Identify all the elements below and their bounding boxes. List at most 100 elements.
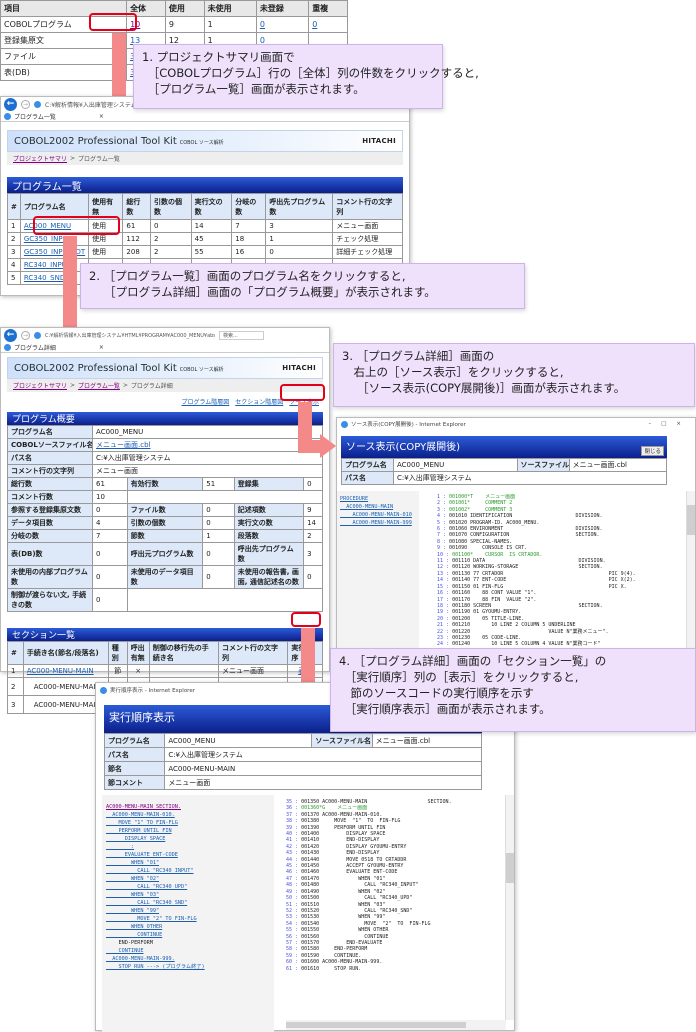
address-bar[interactable]: ← → C:¥解析情報¥入出庫管理システム [1,97,409,111]
tree-node[interactable]: CALL "RC340 INPUT" [106,868,194,874]
code-line: 8 : 001080 SPECIAL-NAMES. [437,538,513,545]
program-name-link[interactable]: RC340_SND [19,271,90,285]
address-bar[interactable]: ← → C:¥解析情報¥入出庫管理システム¥HTML¥PROGRAM¥AC000… [1,328,329,342]
tree-node[interactable]: CONTINUE [106,948,144,954]
address-text[interactable]: C:¥解析情報¥入出庫管理システム¥HTML¥PROGRAM¥AC000_MEN… [45,332,215,339]
tree-node[interactable]: WHEN "99" [106,908,160,914]
tree-node[interactable]: WHEN "03" [106,892,160,898]
callout-line: 3. ［プログラム詳細］画面の [342,349,495,363]
metric-value: 0 [303,477,323,491]
metric-label: ファイル数 [126,503,204,517]
tree-node[interactable]: PERFORM UNTIL FIN [106,828,172,834]
cell: 4 [7,258,21,272]
close-tab-icon[interactable]: × [98,343,104,351]
program-hierarchy-link[interactable]: プログラム階層図 [181,399,230,406]
program-name-link[interactable]: GC350_INPUT_DT [19,245,90,259]
address-text[interactable]: C:¥解析情報¥入出庫管理システム [45,101,137,109]
tree-node[interactable]: CALL "RC340 SND" [106,900,188,906]
browser-tab[interactable]: プログラム一覧 × [1,111,409,122]
forward-icon[interactable]: → [21,330,30,340]
tree-node[interactable]: WHEN "02" [106,876,160,882]
line-number: 53 [286,914,293,921]
code-line: 59 : 001590 CONTINUE. [286,952,362,959]
scrollbar-thumb[interactable] [687,505,695,535]
metric-label: 引数の個数 [126,516,204,530]
breadcrumb-project-summary[interactable]: プロジェクトサマリ [13,156,68,163]
cell: 0 [150,219,192,233]
section-hierarchy-link[interactable]: セクション階層図 [235,399,284,406]
tree-node[interactable]: CONTINUE [106,932,163,938]
program-name-link[interactable]: RC340_INPUT [19,258,90,272]
tree-node[interactable]: WHEN "01" [106,860,160,866]
forward-icon[interactable]: → [21,99,30,109]
code-line: 51 : 001510 WHEN "03" [286,901,386,908]
cell[interactable]: 0 [255,16,310,33]
tree-node[interactable]: EVALUATE ENT-CODE [106,852,178,858]
metric-label: 段落数 [233,529,305,543]
cell: 3 [7,695,24,714]
tree-node[interactable]: DISPLAY SPACE [106,836,166,842]
cell: 2 [150,232,192,246]
line-number: 11 [437,558,444,565]
tree-node[interactable]: AC000-MENU-MAIN-010 [340,512,412,518]
code-line: 50 : 001500 CALL "RC340_UPD" [286,895,413,902]
row-label: ファイル [0,48,128,65]
close-tab-icon[interactable]: × [98,112,104,120]
tree-node[interactable]: CALL "RC340 UPD" [106,884,188,890]
vertical-scrollbar[interactable] [686,491,695,680]
vertical-scrollbar[interactable] [505,795,514,1020]
close-button[interactable]: 閉じる [641,446,664,456]
line-number: 55 [286,927,293,934]
breadcrumb-separator: > [70,382,76,389]
source-file-label: ソースファイル名 [311,733,373,748]
back-icon[interactable]: ← [4,328,17,342]
horizontal-scrollbar[interactable] [286,1020,506,1030]
tree-node[interactable]: AC000-MENU-MAIN [340,504,394,510]
code-line: 21 : 001210 10 LINE 2 COLUMN 5 UNDERLINE [437,622,576,629]
tree-node[interactable]: WHEN OTHER [106,924,163,930]
line-number: 40 [286,831,293,838]
code-line: 22 : 001220 VALUE N"業務メニュー". [437,628,609,635]
procedure-name[interactable]: AC000-MENU-MAIN [22,664,109,678]
line-number: 12 [437,564,444,571]
tree-node[interactable]: STOP RUN ---> (プログラム終了) [106,964,205,970]
scrollbar-thumb[interactable] [286,1022,466,1028]
code-line: 57 : 001570 END-EVALUATE [286,939,383,946]
overview-label: プログラム名 [6,425,94,439]
tree-node[interactable]: AC000-MENU-MAIN-010. [106,812,175,818]
callout-line: ［COBOLプログラム］行の［全体］列の件数をクリックすると, [142,66,479,80]
tree-node[interactable]: AC000-MENU-MAIN-999. [106,956,175,962]
overview-value[interactable]: メニュー画面.cbl [92,438,323,452]
tree-node[interactable]: MOVE "2" TO FIN-FLG [106,916,197,922]
exec-order-window: 実行順序表示 - Internet Explorer 実行順序表示 プログラム名… [95,682,515,1032]
line-text: 001130 77 CRTADOR PIC 9(4). [452,570,636,577]
breadcrumb-program-list[interactable]: プログラム一覧 [78,383,120,390]
overview-label: パス名 [6,451,94,465]
app-title: COBOL2002 Professional Tool Kit [14,362,177,374]
tree-node[interactable]: MOVE "1" TO FIN-FLG [106,820,178,826]
breadcrumb-project-summary[interactable]: プロジェクトサマリ [13,383,68,390]
line-text: 001370 AC000-MENU-MAIN-010. [301,811,383,818]
metric-label: 実行文の数 [233,516,305,530]
tree-node[interactable]: PROCEDURE [340,496,369,502]
tree-node[interactable]: : [106,844,135,850]
exec-order-tree: AC000-MENU-MAIN SECTION. AC000-MENU-MAIN… [102,795,274,1032]
window-controls[interactable]: –□× [648,421,691,427]
search-input[interactable]: 検索... [219,330,264,340]
cell[interactable]: 0 [308,16,348,33]
cell: 1 [7,664,24,678]
line-text: 001220 VALUE N"業務メニュー". [452,628,609,635]
overview-label: コメント行の文字列 [6,464,94,478]
tree-node[interactable]: AC000-MENU-MAIN SECTION. [106,804,181,810]
line-text: 001480 CALL "RC340_INPUT" [301,882,419,889]
scrollbar-thumb[interactable] [506,853,514,883]
tree-node[interactable]: AC000-MENU-MAIN-999 [340,520,412,526]
back-icon[interactable]: ← [4,97,17,111]
cell: 1 [7,219,21,233]
browser-tab[interactable]: プログラム詳細 × [1,342,329,353]
